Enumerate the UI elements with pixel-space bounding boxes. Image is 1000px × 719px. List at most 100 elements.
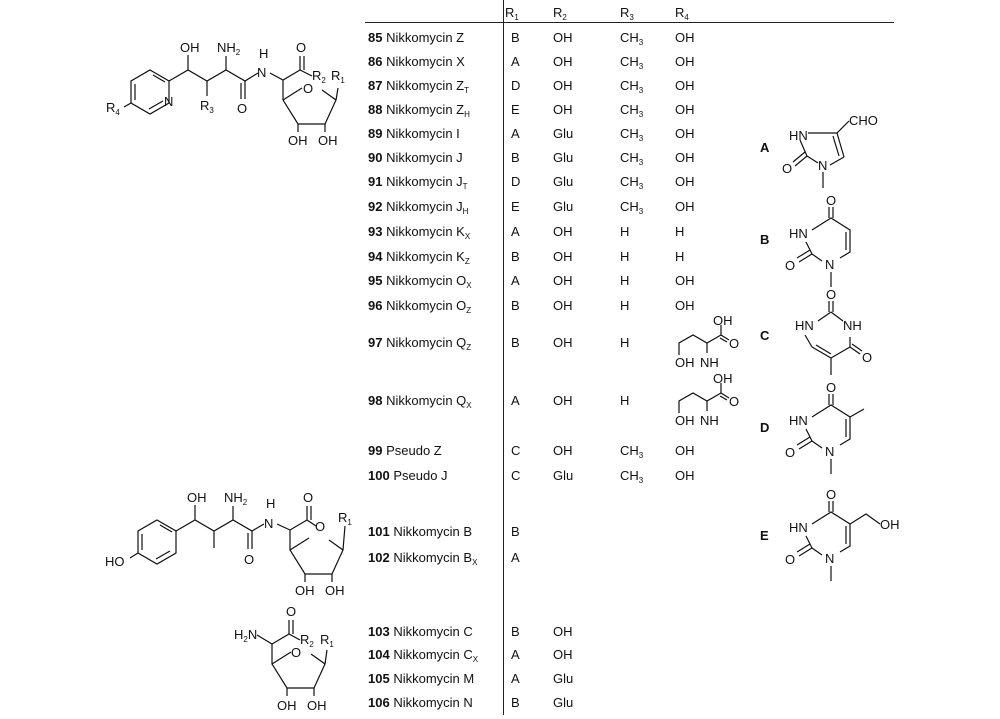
s3-oh2-label: OH: [307, 698, 327, 713]
compound-name: Nikkomycin O: [386, 273, 467, 288]
r3-sub: 3: [638, 476, 644, 485]
s2-oh2-label: OH: [325, 583, 345, 598]
header-r4: R4: [675, 5, 689, 22]
s1-r2-label: R2: [312, 68, 326, 85]
structure-nikkomycin-core: OH NH2 H N O O O R2 R1 N R4 R3 OH OH: [106, 40, 345, 148]
compound-number: 106: [368, 695, 390, 710]
r3-sub: 3: [638, 110, 644, 119]
r1-value: B: [511, 249, 520, 264]
table-cell-r4: OH: [675, 150, 695, 165]
table-cell-r2: OH: [553, 249, 573, 264]
r2-value: OH: [553, 102, 573, 117]
table-cell-r2: Glu: [553, 671, 573, 686]
structure-nikkomycin-b: OH NH2 H N O O O R1 HO OH OH: [105, 490, 352, 598]
table-cell-r2: OH: [553, 393, 573, 408]
s2-carbonyl-o: O: [244, 552, 254, 567]
compound-name-sub: H: [464, 110, 470, 119]
compound-name-sub: X: [466, 401, 472, 410]
r3-value: CH: [620, 102, 639, 117]
table-cell-r3: CH3: [620, 150, 643, 167]
s3-h2n-label: H2N: [234, 627, 257, 644]
table-row-name: 95 Nikkomycin OX: [368, 273, 472, 290]
table-cell-r2: Glu: [553, 468, 573, 483]
fragment-d-label: D: [760, 420, 769, 435]
r3-value: CH: [620, 443, 639, 458]
table-row-name: 106 Nikkomycin N: [368, 695, 473, 712]
r2-value: OH: [553, 298, 573, 313]
sidechain-98-oh-bottom: OH: [675, 413, 695, 428]
compound-name-sub: T: [462, 182, 468, 191]
table-cell-r1: A: [511, 224, 520, 239]
compound-name-sub: X: [464, 232, 471, 241]
table-cell-r2: OH: [553, 224, 573, 239]
r1-value: B: [511, 524, 520, 539]
r3-value: CH: [620, 150, 639, 165]
sidechain-97-oh: OH: [713, 313, 733, 328]
compound-number: 94: [368, 249, 383, 264]
r2-value: OH: [553, 443, 573, 458]
table-row-name: 96 Nikkomycin OZ: [368, 298, 471, 315]
table-row-name: 92 Nikkomycin JH: [368, 199, 468, 216]
r2-value: OH: [553, 249, 573, 264]
header-r2-label: R: [553, 5, 563, 20]
compound-name: Nikkomycin Q: [386, 335, 467, 350]
table-row-name: 85 Nikkomycin Z: [368, 30, 464, 47]
compound-number: 99: [368, 443, 383, 458]
fragment-e: E O HN O N OH: [760, 487, 900, 581]
table-cell-r1: B: [511, 249, 520, 264]
fragment-b-o: O: [785, 258, 795, 273]
r4-value: OH: [675, 150, 695, 165]
table-cell-r1: A: [511, 54, 520, 69]
r1-value: D: [511, 78, 521, 93]
fragment-a-label: A: [760, 140, 770, 155]
table-cell-r4: OH: [675, 174, 695, 189]
table-cell-r1: E: [511, 102, 520, 117]
compound-name: Nikkomycin N: [393, 695, 473, 710]
r1-value: B: [511, 298, 520, 313]
r3-value: CH: [620, 199, 639, 214]
r4-value: OH: [675, 199, 695, 214]
fragment-c-label: C: [760, 328, 770, 343]
r4-value: OH: [675, 174, 695, 189]
r2-value: OH: [553, 78, 573, 93]
r1-value: B: [511, 30, 520, 45]
r3-sub: 3: [638, 62, 644, 71]
r2-value: OH: [553, 54, 573, 69]
table-cell-r2: OH: [553, 335, 573, 350]
r3-sub: 3: [638, 207, 644, 216]
r1-value: A: [511, 647, 520, 662]
compound-name-sub: X: [466, 281, 472, 290]
r2-value: OH: [553, 224, 573, 239]
table-cell-r4: OH: [675, 54, 695, 69]
compound-number: 91: [368, 174, 383, 189]
s2-amide-n: N: [264, 516, 273, 531]
r1-value: A: [511, 550, 520, 565]
compound-name: Nikkomycin Z: [386, 30, 465, 45]
table-cell-r1: B: [511, 335, 520, 350]
table-cell-r3: H: [620, 298, 629, 315]
compound-name-sub: X: [472, 655, 479, 664]
s1-r1-label: R1: [331, 68, 345, 85]
header-r3: R3: [620, 5, 634, 22]
r1-value: A: [511, 393, 520, 408]
table-cell-r3: H: [620, 335, 629, 352]
table-column-divider: [503, 0, 504, 715]
sidechain-97-nh: NH: [700, 355, 719, 370]
s1-carbonyl-o: O: [237, 101, 247, 116]
r2-value: Glu: [553, 126, 574, 141]
table-header-rule: [365, 22, 894, 23]
table-cell-r1: C: [511, 443, 520, 458]
r1-value: E: [511, 199, 520, 214]
compound-name-sub: Z: [466, 343, 472, 352]
compound-name: Nikkomycin O: [386, 298, 467, 313]
header-r4-sub: 4: [684, 13, 689, 22]
table-cell-r2: OH: [553, 647, 573, 662]
table-cell-r3: CH3: [620, 468, 643, 485]
table-cell-r2: Glu: [553, 150, 573, 165]
table-cell-r4: OH: [675, 298, 695, 313]
table-cell-r2: OH: [553, 54, 573, 69]
table-cell-r4: OH: [675, 199, 695, 214]
table-row-name: 93 Nikkomycin KX: [368, 224, 470, 241]
s1-oh2-label: OH: [318, 133, 338, 148]
table-cell-r1: A: [511, 393, 520, 408]
